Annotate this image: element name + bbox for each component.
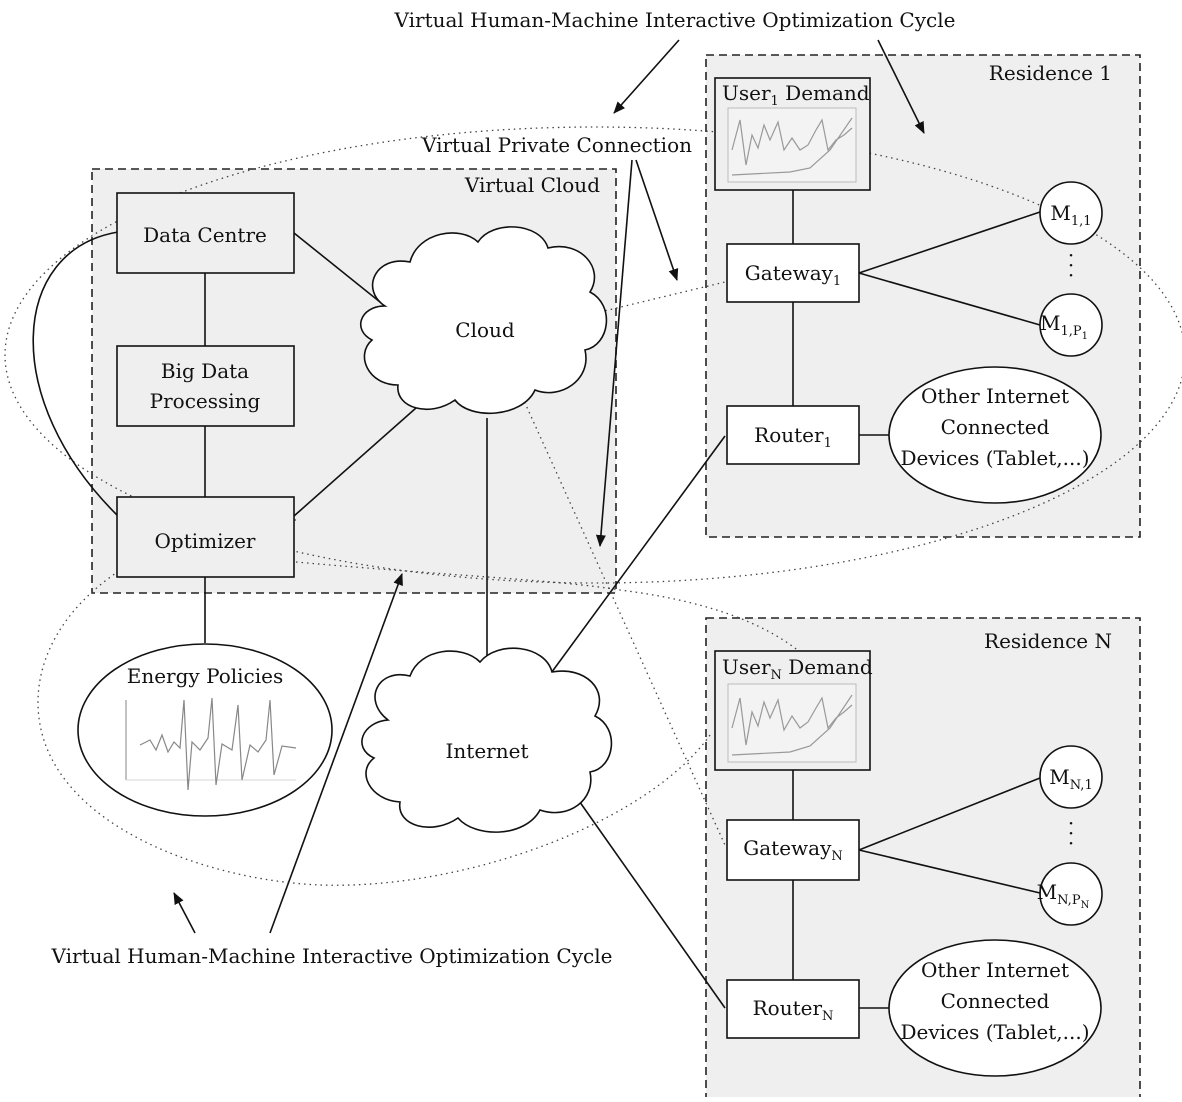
- bottom-cycle-ellipse-2: [295, 561, 801, 653]
- meter-1-p-node: M1,P1: [1039, 293, 1103, 357]
- meter-n-p-label: MN,PN: [1037, 880, 1090, 911]
- meter-n-dots-3: ·: [1068, 831, 1074, 855]
- meter-1-1-label: M1,1: [1050, 201, 1091, 229]
- link-opt-cloud: [293, 407, 417, 517]
- internet-label: Internet: [446, 739, 529, 763]
- router1-label: Router1: [754, 423, 832, 451]
- devices1-node: Other Internet Connected Devices (Tablet…: [888, 366, 1102, 504]
- link-r1-gw-m1p: [858, 272, 1041, 326]
- devicesn-label-3: Devices (Tablet,...): [900, 1020, 1089, 1044]
- user1-demand-node: User1 Demand: [714, 77, 871, 191]
- bottom-cycle-arrow-left: [173, 892, 196, 934]
- gateway1-node: Gateway1: [726, 243, 860, 303]
- meter-n-1-label: MN,1: [1049, 765, 1092, 793]
- residence-n-title: Residence N: [984, 629, 1112, 653]
- cloud-shape-icon: [360, 226, 608, 415]
- gateway1-label: Gateway1: [745, 261, 841, 289]
- bottom-cycle-arrow-right: [269, 573, 403, 934]
- data-centre-label: Data Centre: [143, 223, 267, 247]
- meter-n-1-node: MN,1: [1039, 745, 1103, 809]
- meter-1-p-label: M1,P1: [1040, 311, 1088, 342]
- routern-label: RouterN: [753, 996, 834, 1024]
- routern-node: RouterN: [726, 979, 860, 1039]
- internet-cloud-icon: [361, 647, 613, 833]
- usern-demand-node: UserN Demand: [714, 650, 873, 771]
- devicesn-label-2: Connected: [941, 989, 1050, 1013]
- link-dc-cloud: [293, 232, 386, 307]
- vpc-cloud-gatewayn: [519, 391, 726, 846]
- meter-dots-1: ·: [1068, 243, 1074, 267]
- usern-demand-chart-icon: [727, 683, 857, 763]
- router1-node: Router1: [726, 405, 860, 465]
- link-internet-router1: [545, 435, 726, 681]
- big-data-node: Big Data Processing: [116, 345, 295, 427]
- devices1-label-2: Connected: [941, 415, 1050, 439]
- top-cycle-label: Virtual Human-Machine Interactive Optimi…: [394, 8, 956, 32]
- bottom-cycle-label: Virtual Human-Machine Interactive Optimi…: [51, 944, 613, 968]
- optimizer-label: Optimizer: [155, 529, 256, 553]
- usern-demand-label: UserN Demand: [722, 655, 873, 683]
- vpc-arrow-down: [595, 159, 633, 547]
- gatewayn-label: GatewayN: [743, 836, 843, 864]
- cloud-node: Cloud: [360, 226, 608, 415]
- energy-signal-icon: [125, 697, 297, 791]
- big-data-label-1: Big Data: [161, 359, 249, 383]
- user1-demand-label: User1 Demand: [722, 81, 870, 109]
- big-data-label-2: Processing: [150, 389, 261, 413]
- residence-1-title: Residence 1: [989, 61, 1112, 85]
- vpc-arrow-gateway: [635, 159, 679, 281]
- vpc-label: Virtual Private Connection: [421, 133, 692, 157]
- meter-n-dots-2: ·: [1068, 821, 1074, 845]
- virtual-cloud-title: Virtual Cloud: [464, 173, 600, 197]
- link-rn-gw-mnp: [858, 849, 1041, 894]
- top-cycle-arrow-left: [613, 39, 680, 114]
- link-rn-gw-mn1: [858, 777, 1041, 851]
- energy-policies-node: Energy Policies: [77, 643, 333, 817]
- link-internet-routern: [576, 797, 726, 1009]
- devices1-label-1: Other Internet: [921, 384, 1069, 408]
- links: [32, 190, 1041, 1009]
- devicesn-label-1: Other Internet: [921, 958, 1069, 982]
- meter-1-1-node: M1,1: [1039, 181, 1103, 245]
- optimizer-node: Optimizer: [116, 496, 295, 578]
- cloud-label: Cloud: [455, 318, 515, 342]
- top-cycle-arrow-right: [877, 39, 925, 134]
- internet-node: Internet: [361, 647, 613, 833]
- link-dc-opt-loop: [32, 231, 119, 517]
- devicesn-node: Other Internet Connected Devices (Tablet…: [888, 939, 1102, 1077]
- meter-n-dots-1: ·: [1068, 811, 1074, 835]
- devices1-label-3: Devices (Tablet,...): [900, 446, 1089, 470]
- meter-n-p-node: MN,PN: [1037, 862, 1103, 926]
- meter-dots-3: ·: [1068, 263, 1074, 287]
- user1-demand-chart-icon: [727, 107, 857, 183]
- data-centre-node: Data Centre: [116, 192, 295, 274]
- top-cycle-ellipse: [4, 126, 1182, 584]
- energy-policies-label: Energy Policies: [127, 664, 284, 688]
- link-r1-gw-m11: [858, 211, 1041, 274]
- meter-dots-2: ·: [1068, 253, 1074, 277]
- gatewayn-node: GatewayN: [726, 819, 860, 881]
